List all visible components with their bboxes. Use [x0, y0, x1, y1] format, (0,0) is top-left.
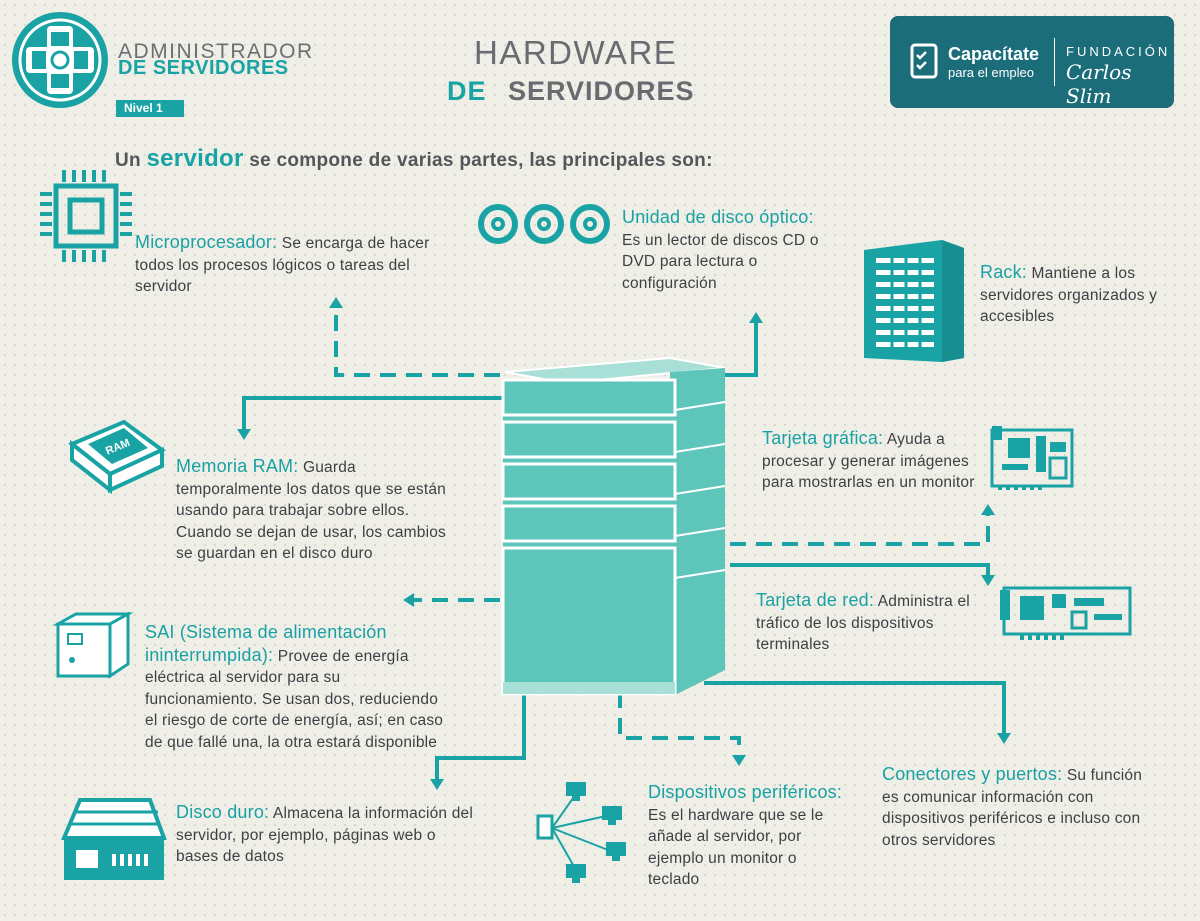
intro-after: se compone de varias partes, las princip… — [243, 150, 713, 171]
peripherals-block: Dispositivos periféricos: Es el hardware… — [648, 782, 848, 891]
hard-drive-icon — [60, 798, 167, 880]
ram-title: Memoria RAM: — [176, 456, 299, 476]
cpu-chip-icon — [40, 170, 132, 262]
ups-title: SAI (Sistema de alimentación ininterrump… — [145, 622, 387, 665]
page-title-accent: DE — [447, 76, 487, 106]
cpu-desc: Se encarga de hacer todos los procesos l… — [135, 235, 430, 295]
line-ports — [704, 681, 1006, 736]
hdd-title: Disco duro: — [176, 802, 270, 822]
hdd-block: Disco duro: Almacena la información del … — [176, 802, 481, 868]
sponsor-org: FUNDACIÓN — [1066, 44, 1171, 59]
ups-battery-icon — [52, 611, 134, 679]
intro-before: Un — [115, 150, 147, 171]
line-cpu — [334, 305, 500, 377]
cpu-block: Microprocesador: Se encarga de hacer tod… — [135, 232, 445, 298]
line-ram — [242, 396, 502, 432]
server-tower-icon — [501, 356, 726, 696]
sponsor-divider — [1054, 38, 1055, 86]
graphics-card-icon — [990, 426, 1074, 490]
ram-block: Memoria RAM: Guarda temporalmente los da… — [176, 456, 446, 565]
intro-text: Un servidor se compone de varias partes,… — [115, 145, 713, 173]
ram-desc: Guarda temporalmente los datos que se es… — [176, 459, 447, 562]
cpu-title: Microprocesador: — [135, 232, 278, 252]
sponsor-banner: Capacítate para el empleo FUNDACIÓN Carl… — [890, 16, 1174, 108]
line-nic — [730, 563, 990, 578]
intro-highlight: servidor — [146, 145, 244, 172]
optical-desc: Es un lector de discos CD o DVD para lec… — [622, 231, 819, 292]
sponsor-name: Capacítate — [948, 44, 1040, 64]
peripherals-desc: Es el hardware que se le añade al servid… — [648, 806, 824, 889]
optical-title: Unidad de disco óptico: — [622, 207, 814, 227]
brand-line-2: DE SERVIDORES — [118, 57, 289, 79]
nic-block: Tarjeta de red: Administra el tráfico de… — [756, 590, 1001, 656]
hdd-desc: Almacena la información del servidor, po… — [176, 805, 474, 865]
optical-block: Unidad de disco óptico: Es un lector de … — [622, 207, 832, 294]
sponsor-tagline: para el empleo — [948, 65, 1034, 80]
ports-block: Conectores y puertos: Su función es comu… — [882, 764, 1147, 851]
checklist-icon — [910, 43, 938, 79]
network-card-icon — [1000, 586, 1132, 640]
ports-title: Conectores y puertos: — [882, 764, 1063, 784]
page-title-line-2: SERVIDORES — [508, 76, 695, 106]
ports-desc: Su función es comunicar información con … — [882, 767, 1143, 849]
level-badge: Nivel 1 — [116, 100, 184, 117]
optical-disc-icon — [478, 204, 610, 244]
admin-logo-icon — [12, 12, 108, 108]
server-rack-icon — [864, 240, 964, 362]
rack-title: Rack: — [980, 262, 1028, 282]
brand-line-1: ADMINISTRADOR — [118, 40, 314, 63]
ups-block: SAI (Sistema de alimentación ininterrump… — [145, 622, 445, 753]
line-optical — [715, 320, 758, 377]
peripheral-devices-icon — [536, 782, 626, 883]
line-peripherals — [618, 692, 741, 758]
sponsor-signature: Carlos Slim — [1066, 60, 1132, 108]
rack-block: Rack: Mantiene a los servidores organiza… — [980, 262, 1170, 328]
line-gpu — [730, 512, 990, 546]
ups-desc: Provee de energía eléctrica al servidor … — [145, 647, 444, 751]
page-title-line-1: HARDWARE — [474, 34, 678, 71]
ram-module-icon: RAM — [68, 419, 166, 495]
nic-desc: Administra el tráfico de los dispositivo… — [756, 593, 970, 653]
rack-desc: Mantiene a los servidores organizados y … — [980, 265, 1158, 325]
peripherals-title: Dispositivos periféricos: — [648, 782, 843, 802]
line-hdd — [435, 690, 526, 782]
nic-title: Tarjeta de red: — [756, 590, 875, 610]
gpu-desc: Ayuda a procesar y generar imágenes para… — [762, 431, 975, 491]
gpu-block: Tarjeta gráfica: Ayuda a procesar y gene… — [762, 428, 977, 494]
gpu-title: Tarjeta gráfica: — [762, 428, 884, 448]
